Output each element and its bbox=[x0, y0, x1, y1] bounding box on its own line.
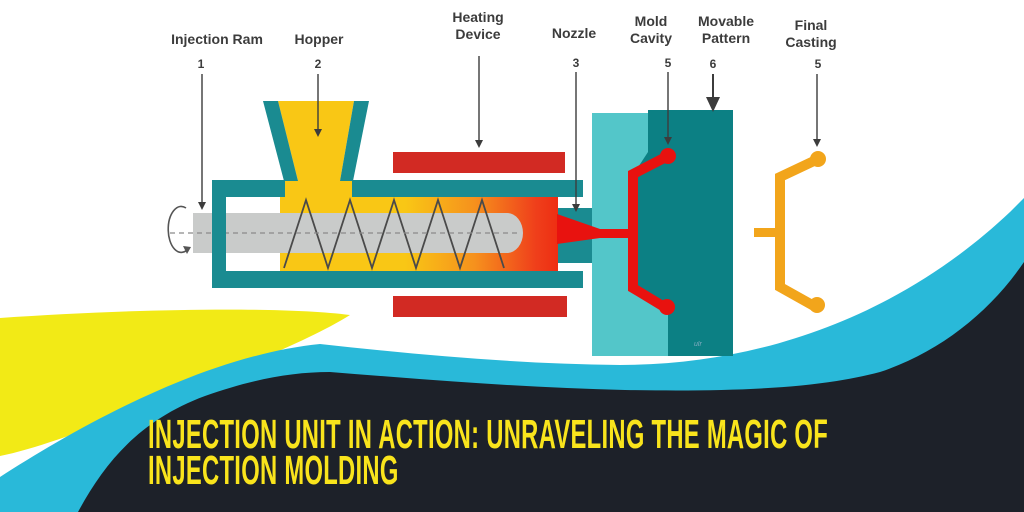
label-movable-pattern-line1: Movable bbox=[697, 13, 755, 29]
casting-bottom-node bbox=[809, 297, 825, 313]
label-heating-device: Heating Device bbox=[452, 9, 503, 43]
banner-title-line1: INJECTION UNIT IN ACTION: UNRAVELING THE… bbox=[148, 411, 829, 457]
label-nozzle: Nozzle bbox=[551, 25, 597, 41]
label-heating-device-line2: Device bbox=[455, 26, 501, 43]
label-mold-cavity-line1: Mold bbox=[634, 13, 668, 29]
banner-title: INJECTION UNIT IN ACTION: UNRAVELING THE… bbox=[148, 411, 829, 493]
number-hopper: 2 bbox=[314, 57, 322, 71]
casting-top-node bbox=[810, 151, 826, 167]
label-heating-device-line1: Heating bbox=[452, 9, 504, 25]
housing-left-wall bbox=[212, 180, 226, 288]
label-movable-pattern: Movable Pattern bbox=[698, 13, 754, 47]
casting-sprue-tab bbox=[754, 228, 780, 237]
label-mold-cavity: Mold Cavity bbox=[630, 13, 672, 47]
number-movable-pattern: 6 bbox=[709, 57, 717, 71]
label-mold-cavity-line2: Cavity bbox=[629, 30, 673, 47]
label-injection-ram: Injection Ram bbox=[171, 31, 263, 47]
movable-pattern-block bbox=[633, 110, 733, 356]
final-casting-arrowhead-icon bbox=[813, 139, 821, 147]
molded-part-top-node bbox=[660, 148, 676, 164]
label-movable-pattern-line2: Pattern bbox=[701, 30, 751, 47]
rotation-arrow-icon bbox=[167, 205, 188, 254]
number-final-casting: 5 bbox=[814, 57, 822, 71]
label-final-casting-line1: Final bbox=[794, 17, 828, 33]
mold-cavity-arrowhead-icon bbox=[664, 137, 672, 145]
yellow-wave bbox=[0, 309, 350, 456]
hopper-material bbox=[278, 101, 354, 181]
injection-ram-arrowhead-icon bbox=[198, 202, 206, 210]
label-final-casting: Final Casting bbox=[785, 17, 836, 51]
banner-title-line2: INJECTION MOLDING bbox=[148, 447, 399, 493]
casting-outline bbox=[775, 155, 819, 311]
molded-part bbox=[628, 148, 676, 315]
nozzle-melt-cone bbox=[557, 214, 600, 244]
hopper-right-wall bbox=[340, 101, 369, 181]
sprue bbox=[596, 229, 633, 238]
hopper-throat-material bbox=[285, 180, 353, 198]
label-final-casting-line2: Casting bbox=[785, 34, 837, 51]
hopper-arrowhead-icon bbox=[314, 129, 322, 137]
watermark: ulr bbox=[694, 341, 702, 348]
molded-part-bottom-node bbox=[659, 299, 675, 315]
nozzle-arrowhead-icon bbox=[572, 204, 580, 212]
barrel-top-wall-left bbox=[212, 180, 285, 197]
heating-band-bottom bbox=[393, 296, 567, 317]
barrel-bottom-wall bbox=[212, 271, 583, 288]
heating-band-top bbox=[393, 152, 565, 173]
injection-molding-machine bbox=[167, 101, 826, 356]
number-mold-cavity: 5 bbox=[664, 56, 672, 70]
molded-part-outline bbox=[628, 152, 669, 313]
number-nozzle: 3 bbox=[572, 56, 580, 70]
label-hopper: Hopper bbox=[294, 31, 344, 47]
rotation-arrowhead-icon bbox=[183, 246, 191, 254]
bottom-waves bbox=[0, 198, 1024, 512]
heating-device-arrowhead-icon bbox=[475, 140, 483, 148]
dark-banner bbox=[78, 262, 1024, 512]
barrel-top-wall-right bbox=[352, 180, 583, 197]
screw-flights bbox=[283, 197, 505, 271]
final-casting-part bbox=[754, 151, 826, 313]
movable-pattern-arrowhead-icon bbox=[706, 97, 720, 112]
hopper-left-wall bbox=[263, 101, 298, 181]
number-injection-ram: 1 bbox=[197, 57, 205, 71]
leader-arrows bbox=[198, 56, 821, 212]
